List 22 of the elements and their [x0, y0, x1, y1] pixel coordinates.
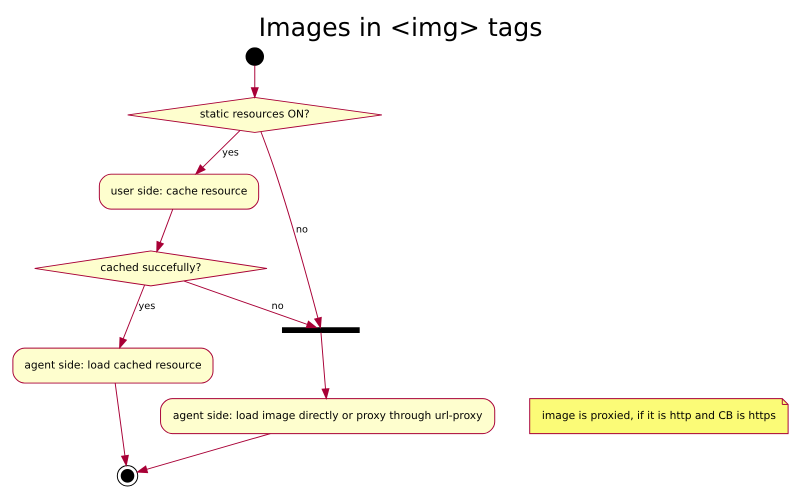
arrow [250, 64, 258, 99]
arrow [114, 382, 128, 467]
node-diamond: static resources ON? [126, 96, 382, 133]
node-box: user side: cache resource [98, 174, 259, 210]
node-circle [245, 47, 264, 66]
arrow [194, 130, 240, 176]
node-diamond: cached succefully? [34, 250, 267, 286]
edge-label: yes [138, 301, 155, 312]
arrow [320, 332, 330, 400]
node-circle [116, 465, 138, 487]
arrow [260, 131, 322, 330]
arrow [135, 433, 270, 474]
edge-label: no [271, 301, 284, 312]
node-box: agent side: load cached resource [12, 348, 213, 384]
arrow [183, 280, 318, 328]
diagram-title: Images in <img> tags [258, 13, 542, 42]
node-box: agent side: load image directly or proxy through url-proxy [160, 398, 495, 434]
arrow [156, 208, 173, 254]
arrow [118, 284, 145, 350]
edge-label: no [295, 224, 308, 236]
edge-label: yes [222, 148, 238, 159]
node-bar [281, 327, 360, 334]
